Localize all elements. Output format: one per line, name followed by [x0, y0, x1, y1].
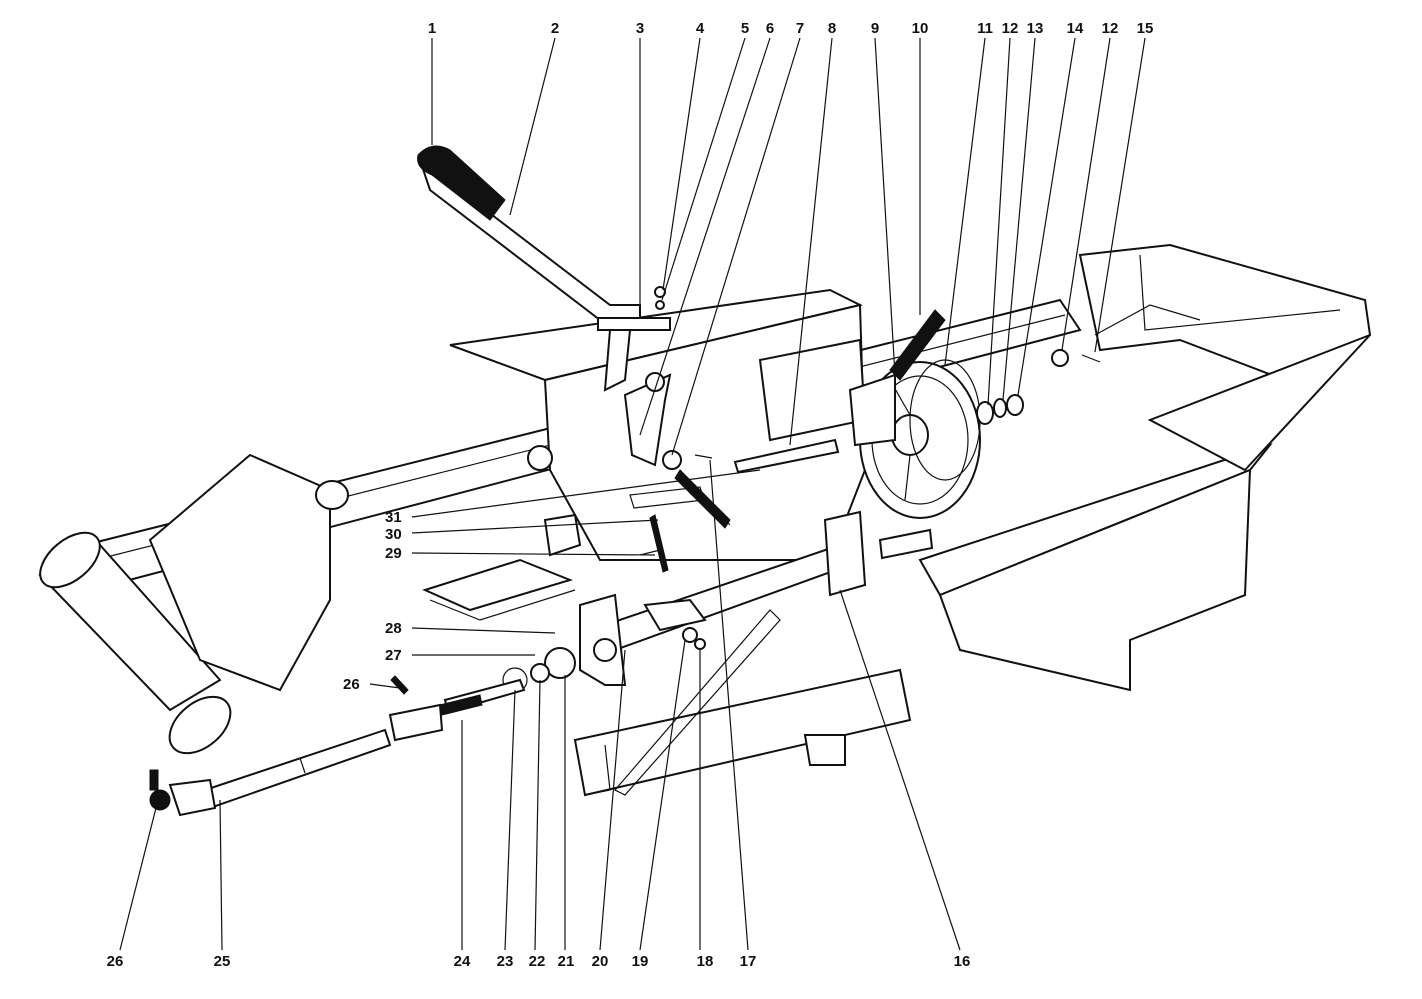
callout-2: 2 — [551, 20, 559, 37]
callout-11: 11 — [977, 20, 993, 37]
callout-12a: 12 — [1002, 20, 1019, 37]
rod — [733, 438, 840, 474]
callout-4: 4 — [696, 20, 705, 37]
callout-23: 23 — [497, 953, 514, 970]
callout-6: 6 — [766, 20, 774, 37]
callout-17: 17 — [740, 953, 757, 970]
callout-16: 16 — [954, 953, 971, 970]
callout-9: 9 — [871, 20, 879, 37]
callout-7: 7 — [796, 20, 804, 37]
callout-19: 19 — [632, 953, 649, 970]
callout-10: 10 — [912, 20, 929, 37]
frame-assembly — [83, 243, 1372, 797]
pivot-arm — [623, 286, 672, 467]
callout-26a: 26 — [343, 676, 360, 693]
callout-22: 22 — [529, 953, 546, 970]
callout-5: 5 — [741, 20, 749, 37]
callout-14: 14 — [1067, 20, 1084, 37]
drive-shaft-assembly — [149, 647, 576, 817]
callout-20: 20 — [592, 953, 609, 970]
callout-26b: 26 — [107, 953, 124, 970]
callout-13: 13 — [1027, 20, 1044, 37]
callout-30: 30 — [385, 526, 402, 543]
callout-1: 1 — [428, 20, 436, 37]
left-callouts: 31 30 29 28 27 26 — [343, 509, 402, 693]
callout-15: 15 — [1137, 20, 1154, 37]
callout-27: 27 — [385, 647, 402, 664]
handle-lever — [417, 145, 671, 392]
leader-lines — [119, 37, 1146, 951]
pulley-assembly — [848, 309, 981, 519]
roller-assembly — [38, 445, 553, 755]
callout-18: 18 — [697, 953, 714, 970]
callout-25: 25 — [214, 953, 231, 970]
callout-29: 29 — [385, 545, 402, 562]
callout-21: 21 — [558, 953, 575, 970]
callout-24: 24 — [454, 953, 471, 970]
callout-12b: 12 — [1102, 20, 1119, 37]
top-callouts: 1 2 3 4 5 6 7 8 9 10 11 12 13 14 12 15 — [428, 20, 1154, 37]
callout-8: 8 — [828, 20, 836, 37]
callout-31: 31 — [385, 509, 402, 526]
callout-28: 28 — [385, 620, 402, 637]
cross-shaft — [603, 510, 934, 652]
callout-3: 3 — [636, 20, 644, 37]
bottom-callouts: 26 25 24 23 22 21 20 19 18 17 16 — [107, 953, 971, 970]
washer-stack — [976, 349, 1101, 425]
